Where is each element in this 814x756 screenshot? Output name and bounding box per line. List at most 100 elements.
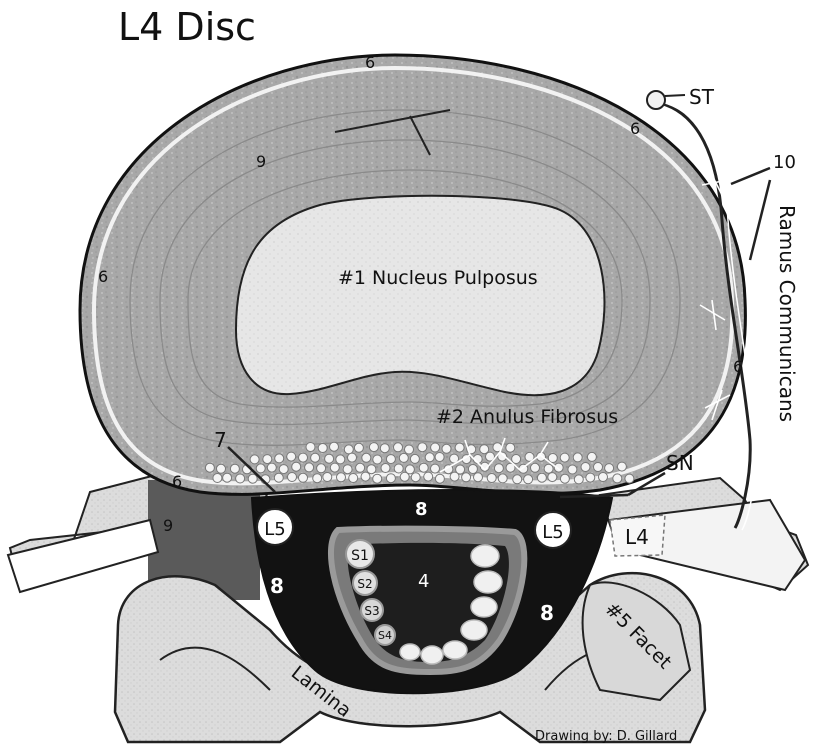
bubble	[494, 464, 503, 473]
sacral-root-s1: S1	[346, 540, 374, 568]
l4-root: L4	[610, 515, 665, 556]
st-label: ST	[689, 85, 715, 109]
bubble	[311, 453, 320, 462]
s3-label: S3	[364, 604, 379, 618]
bubble	[480, 445, 489, 454]
bubble	[381, 464, 390, 473]
bubble	[487, 474, 496, 483]
bubble	[450, 472, 459, 481]
anulus-label: #2 Anulus Fibrosus	[436, 406, 618, 428]
bubble	[380, 444, 389, 453]
bubble	[299, 473, 308, 482]
bubble	[205, 463, 214, 472]
bubble	[424, 472, 433, 481]
label-6-lower-left: 6	[172, 472, 182, 491]
label-6-upper-right: 6	[630, 119, 640, 138]
bubble	[279, 465, 288, 474]
bubble	[305, 463, 314, 472]
bubble	[506, 443, 515, 452]
bubble	[306, 443, 315, 452]
l5-root-left: L5	[257, 509, 293, 545]
bubble	[548, 454, 557, 463]
label-10: 10	[773, 152, 796, 173]
bubble	[586, 473, 595, 482]
bubble	[344, 445, 353, 454]
bubble	[419, 463, 428, 472]
bubble	[213, 474, 222, 483]
bubble	[349, 474, 358, 483]
bubble	[361, 472, 370, 481]
bubble	[410, 454, 419, 463]
bubble	[548, 473, 557, 482]
bubble	[468, 465, 477, 474]
sacral-root-s2: S2	[353, 571, 377, 595]
bubble	[386, 474, 395, 483]
bubble	[425, 453, 434, 462]
l4-label: L4	[625, 525, 649, 549]
label-7: 7	[214, 428, 227, 452]
bubble	[435, 474, 444, 483]
bubble	[330, 463, 339, 472]
bubble	[574, 475, 583, 484]
bubble	[323, 473, 332, 482]
bubble	[256, 464, 265, 473]
bubble	[431, 464, 440, 473]
label-8-right: 8	[540, 601, 554, 625]
bubble	[263, 455, 272, 464]
l5-left-label: L5	[264, 519, 285, 540]
bubble	[455, 443, 464, 452]
bubble	[356, 463, 365, 472]
nucleus-pulposus	[236, 196, 604, 395]
label-6-top: 6	[365, 53, 375, 72]
credit-text: Drawing by: D. Gillard	[535, 729, 677, 744]
bubble	[625, 474, 634, 483]
bubble	[512, 455, 521, 464]
label-6-left: 6	[98, 267, 108, 286]
bubble	[336, 455, 345, 464]
bubble	[617, 462, 626, 471]
bubble	[354, 443, 363, 452]
bubble	[217, 464, 226, 473]
bubble	[568, 465, 577, 474]
bubble	[531, 463, 540, 472]
s4-label: S4	[378, 629, 392, 642]
bubble	[587, 452, 596, 461]
diagram-title: L4 Disc	[118, 5, 256, 49]
bubble	[613, 474, 622, 483]
bubble	[560, 474, 569, 483]
sacral-root-s4: S4	[375, 625, 395, 645]
bubble	[605, 464, 614, 473]
sn-label: SN	[666, 451, 694, 475]
bubble	[405, 445, 414, 454]
bubble	[442, 444, 451, 453]
bubble	[267, 463, 276, 472]
bubble	[386, 455, 395, 464]
bubble	[474, 473, 483, 482]
bubble	[524, 475, 533, 484]
bubble	[513, 475, 522, 484]
bubble	[325, 454, 334, 463]
bubble	[317, 464, 326, 473]
bubble	[399, 453, 408, 462]
sympathetic-trunk-ganglion	[647, 91, 665, 109]
bubble	[573, 453, 582, 462]
bubble	[337, 473, 346, 482]
label-9-muscle: 9	[163, 516, 173, 535]
bubble	[236, 474, 245, 483]
nucleus-label: #1 Nucleus Pulposus	[338, 267, 538, 289]
bubble	[411, 473, 420, 482]
bubble	[435, 453, 444, 462]
ramus-label: Ramus Communicans	[775, 205, 799, 422]
label-8-top: 8	[415, 499, 428, 520]
l5-right-label: L5	[542, 522, 563, 543]
bubble	[313, 474, 322, 483]
label-8-left: 8	[270, 574, 284, 598]
bubble	[418, 443, 427, 452]
bubble	[581, 463, 590, 472]
bubble	[330, 442, 339, 451]
label-6-right: 6	[733, 357, 743, 376]
bubble	[230, 464, 239, 473]
bubble	[537, 473, 546, 482]
